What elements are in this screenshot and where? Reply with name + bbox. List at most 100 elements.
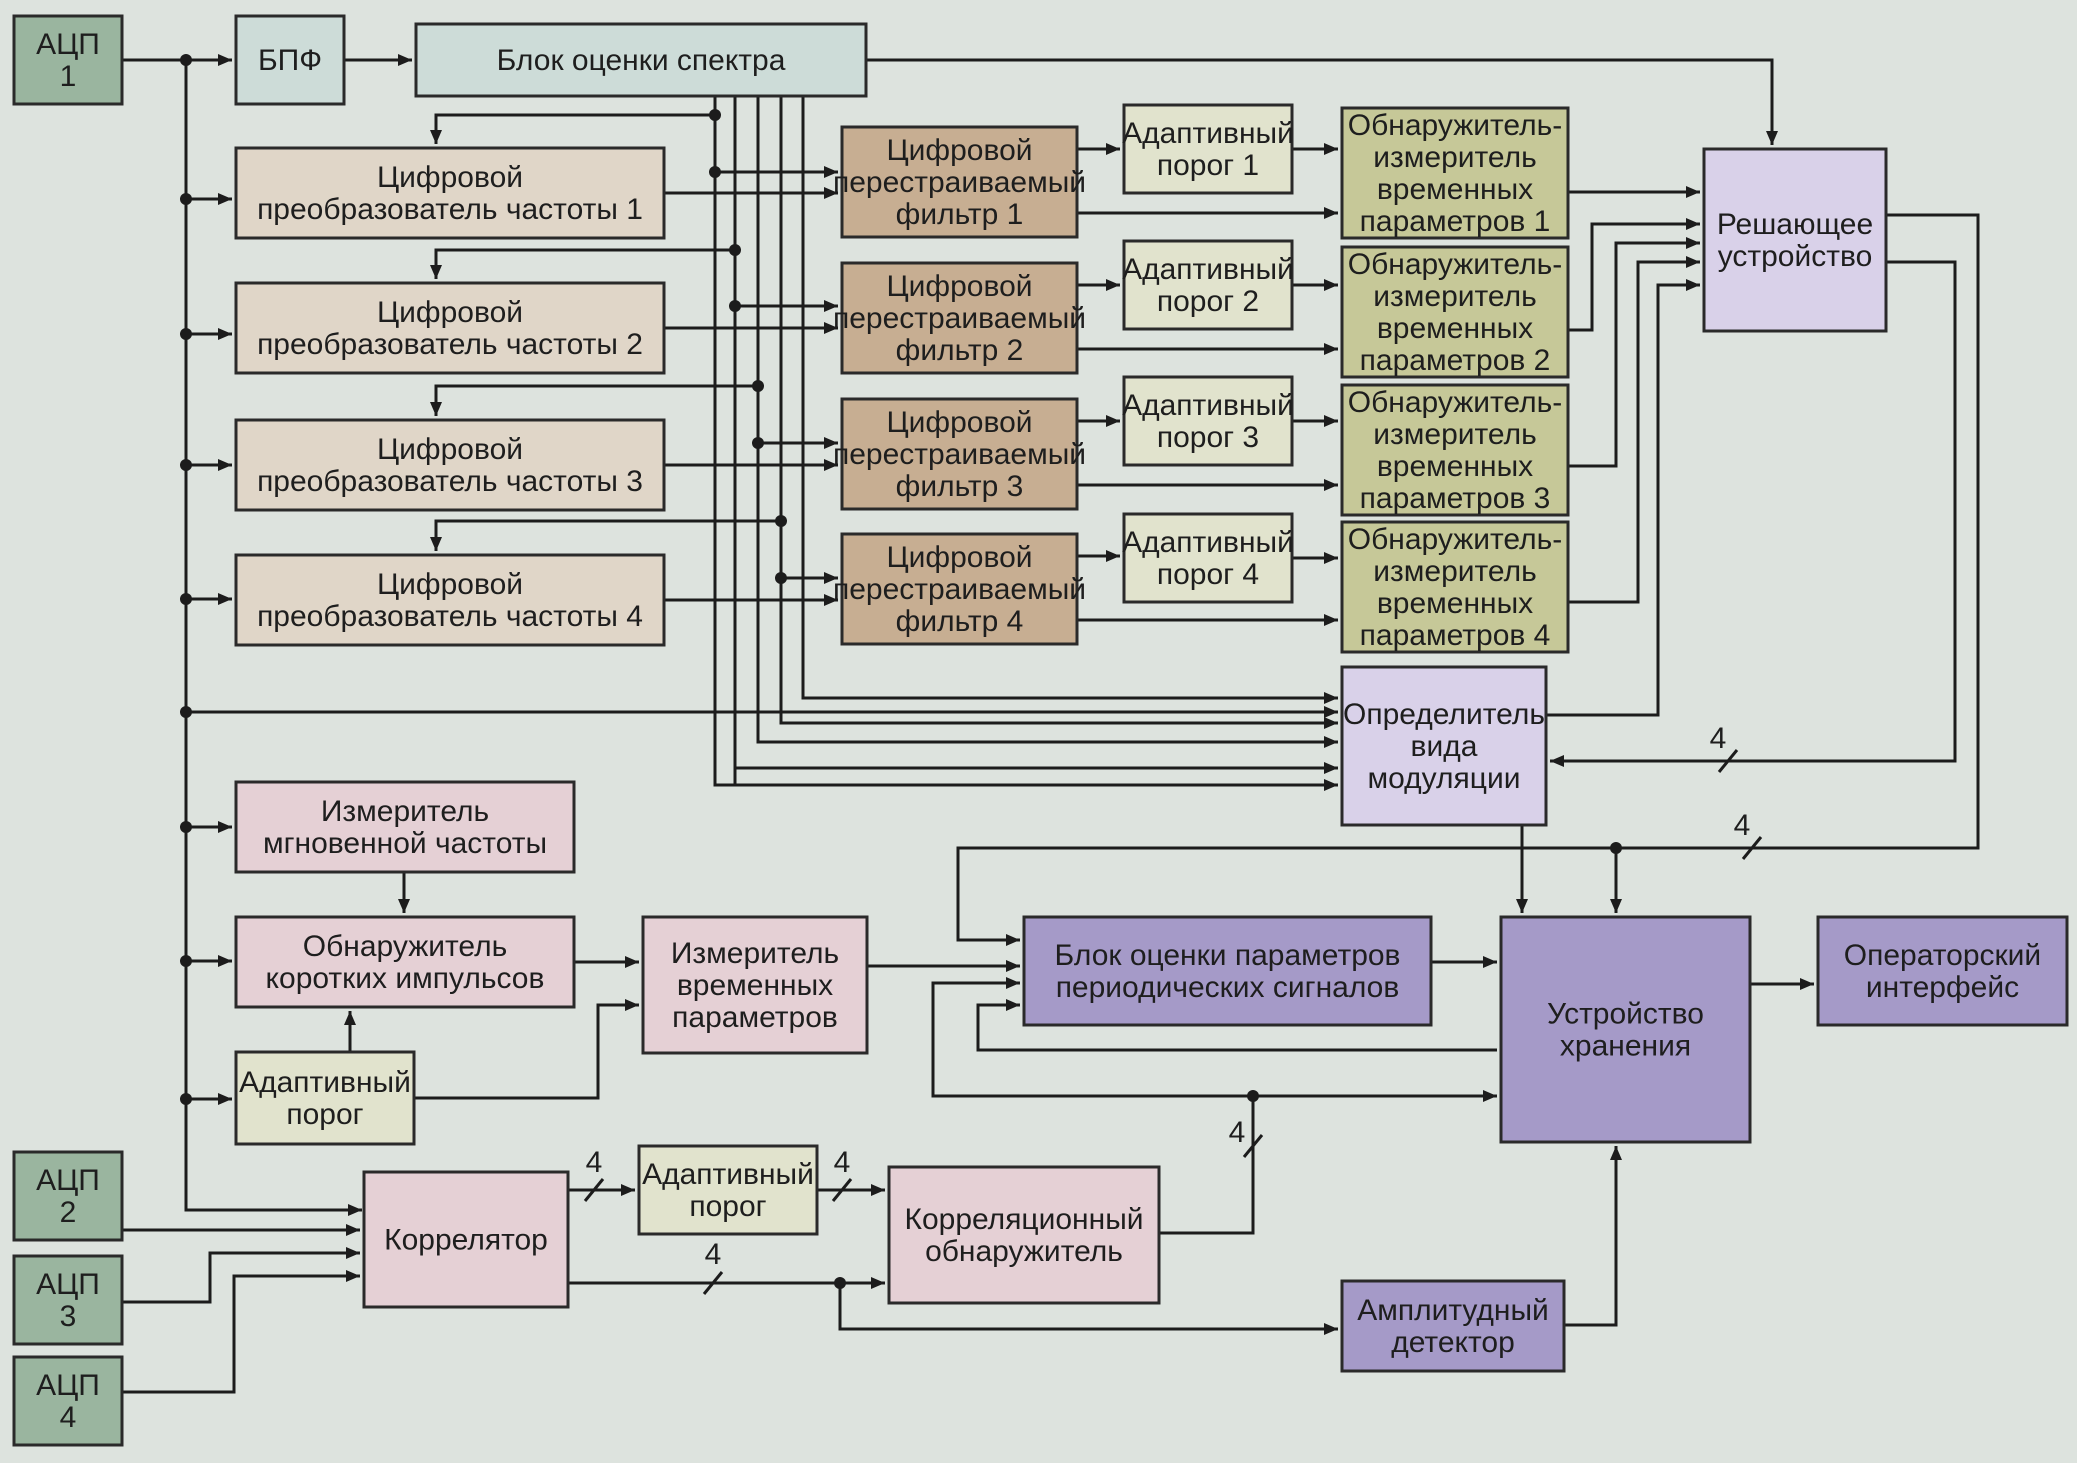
block-adc2-label-1: АЦП xyxy=(36,1164,100,1197)
junction-dot-17 xyxy=(775,572,787,584)
block-det3-label-2: измеритель xyxy=(1373,418,1537,451)
block-det2: Обнаружитель-измерительвременныхпараметр… xyxy=(1340,245,1570,379)
wire-53-arrowhead xyxy=(398,899,410,913)
wire-65-arrowhead xyxy=(346,1270,360,1282)
block-filter3-box xyxy=(840,397,1079,511)
wire-55-arrowhead xyxy=(625,956,639,968)
block-thr1-box xyxy=(1122,103,1294,195)
block-det4: Обнаружитель-измерительвременныхпараметр… xyxy=(1340,520,1570,654)
block-conv1-label-1: Цифровой xyxy=(377,161,523,194)
wire-38-arrowhead xyxy=(1106,415,1120,427)
wire-58-arrowhead xyxy=(1483,956,1497,968)
block-det2-label-1: Обнаружитель- xyxy=(1348,248,1563,281)
block-adc3-label-1: АЦП xyxy=(36,1268,100,1301)
block-thrA-label-1: Адаптивный xyxy=(239,1066,411,1099)
block-thrB-box xyxy=(637,1144,819,1236)
wire-2-arrowhead xyxy=(348,1204,362,1216)
wire-65 xyxy=(122,1274,360,1394)
block-det4-label-1: Обнаружитель- xyxy=(1348,523,1563,556)
block-conv4-label-2: преобразователь частоты 4 xyxy=(257,600,643,633)
block-spectrum: Блок оценки спектра xyxy=(414,22,868,98)
junction-dot-4 xyxy=(180,459,192,471)
wire-7-arrowhead xyxy=(218,593,232,605)
block-conv1-box xyxy=(234,146,666,240)
bus-width-label-b2: 4 xyxy=(1734,809,1751,842)
bus-width-label-b3: 4 xyxy=(1229,1116,1246,1149)
wire-27-arrowhead xyxy=(824,187,838,199)
block-filter1-box xyxy=(840,125,1079,239)
block-thr1-label-2: порог 1 xyxy=(1157,149,1259,182)
block-timemeas-label-2: временных xyxy=(677,969,833,1002)
wire-67-arrowhead xyxy=(871,1184,885,1196)
block-adc1-box xyxy=(12,14,124,106)
wire-64 xyxy=(122,1251,360,1304)
junction-dot-7 xyxy=(180,821,192,833)
block-thr4-label-2: порог 4 xyxy=(1157,558,1259,591)
block-ifm-box xyxy=(234,780,576,874)
wire-54-arrowhead xyxy=(344,1011,356,1025)
wire-56 xyxy=(414,1003,639,1100)
block-thrA-label-2: порог xyxy=(286,1098,363,1131)
junction-dot-14 xyxy=(709,166,721,178)
block-decision-label-2: устройство xyxy=(1718,240,1873,273)
block-conv3-label-1: Цифровой xyxy=(377,433,523,466)
block-correlator-label-1: Коррелятор xyxy=(384,1224,548,1257)
wire-57-arrowhead xyxy=(1006,960,1020,972)
bus-tick-b6 xyxy=(702,1271,724,1295)
block-conv4-box xyxy=(234,553,666,647)
block-adc1-label-1: АЦП xyxy=(36,28,100,61)
block-periodic-box xyxy=(1022,915,1433,1027)
junction-dot-10 xyxy=(709,109,721,121)
block-det3: Обнаружитель-измерительвременныхпараметр… xyxy=(1340,383,1570,517)
bus-tick-b5 xyxy=(831,1178,853,1202)
wire-41-arrowhead xyxy=(1106,550,1120,562)
wire-47 xyxy=(1568,260,1700,604)
wire-2 xyxy=(184,60,362,1212)
wire-21 xyxy=(434,384,758,416)
block-timemeas-label-1: Измеритель xyxy=(671,937,839,970)
wire-59-arrowhead xyxy=(1800,978,1814,990)
junction-dot-3 xyxy=(180,328,192,340)
block-filter3-label-3: фильтр 3 xyxy=(896,470,1024,503)
block-det4-box xyxy=(1340,520,1570,654)
wire-19-arrowhead xyxy=(430,130,442,144)
wire-9-arrowhead xyxy=(218,955,232,967)
wire-25-arrowhead xyxy=(824,437,838,449)
wire-22-arrowhead xyxy=(430,537,442,551)
wire-71-arrowhead xyxy=(1610,1146,1622,1160)
wire-33-arrowhead xyxy=(1324,143,1338,155)
wire-40-arrowhead xyxy=(1324,479,1338,491)
wire-14-arrowhead xyxy=(1324,736,1338,748)
wire-52-arrowhead xyxy=(1516,899,1528,913)
block-det2-label-3: временных xyxy=(1377,312,1533,345)
bus-tick-b2 xyxy=(1741,836,1763,860)
wire-47-arrowhead xyxy=(1686,256,1700,268)
wire-69-arrowhead xyxy=(1324,1323,1338,1335)
block-filter4-label-2: перестраиваемый xyxy=(833,573,1086,606)
block-adc4-label-1: АЦП xyxy=(36,1369,100,1402)
wire-1-arrowhead xyxy=(218,54,232,66)
block-shortpulse-label-1: Обнаружитель xyxy=(303,930,508,963)
block-storage-box xyxy=(1499,915,1752,1144)
block-amplitude-box xyxy=(1340,1279,1566,1373)
block-thrA-box xyxy=(234,1050,416,1146)
wire-48 xyxy=(1546,283,1700,717)
wire-37-arrowhead xyxy=(1324,343,1338,355)
wire-56-arrowhead xyxy=(625,999,639,1011)
block-thr4-label-1: Адаптивный xyxy=(1122,526,1294,559)
block-modulation-label-3: модуляции xyxy=(1368,762,1521,795)
